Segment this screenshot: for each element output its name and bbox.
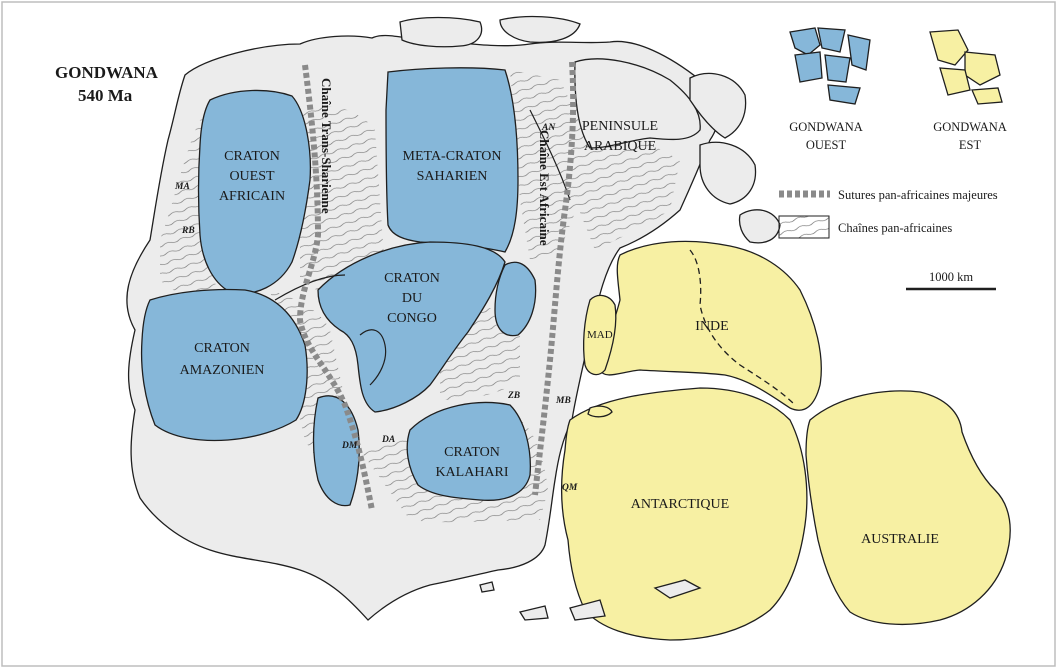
label-arabia-2: ARABIQUE bbox=[584, 139, 656, 154]
label-congo-1: CRATON bbox=[384, 271, 440, 286]
label-congo-2: DU bbox=[402, 291, 422, 306]
label-west-africa-2: OUEST bbox=[229, 169, 275, 184]
northeast-block-1 bbox=[689, 72, 747, 139]
label-amazonia-1: CRATON bbox=[194, 341, 250, 356]
label-kalahari-1: CRATON bbox=[444, 445, 500, 460]
craton-congo-shape bbox=[317, 241, 506, 413]
island-3 bbox=[518, 605, 549, 621]
madagascar-block-shape bbox=[582, 294, 617, 376]
abbr-mb: MB bbox=[555, 396, 571, 406]
australia-block-shape bbox=[805, 390, 1011, 626]
legend-belt-swatch bbox=[778, 215, 830, 239]
internal-lineament-2 bbox=[359, 329, 387, 386]
label-west-africa-1: CRATON bbox=[224, 149, 280, 164]
label-amazonia-2: AMAZONIEN bbox=[180, 363, 265, 378]
abbr-an: AN bbox=[541, 123, 556, 133]
east-african-suture bbox=[532, 61, 577, 496]
arabia-block-shape bbox=[574, 58, 701, 149]
craton-amazonia-shape bbox=[140, 288, 308, 442]
island-4 bbox=[479, 581, 495, 593]
legend-sutures-label: Sutures pan-africaines majeures bbox=[838, 188, 998, 202]
abbr-qm: QM bbox=[562, 483, 578, 493]
craton-rio-plata-shape bbox=[312, 395, 360, 507]
label-sahara-2: SAHARIEN bbox=[417, 169, 488, 184]
label-inde: INDE bbox=[695, 319, 728, 334]
antarctica-block-shape bbox=[560, 387, 808, 641]
label-west-africa-3: AFRICAIN bbox=[219, 189, 285, 204]
label-east-african-chain: Chaîne Est Africaine bbox=[537, 130, 552, 246]
abbr-rb: RB bbox=[181, 226, 195, 236]
north-block-2 bbox=[499, 15, 581, 44]
craton-west-africa-shape bbox=[197, 89, 312, 294]
abbr-da: DA bbox=[381, 435, 395, 445]
craton-congo-east-lobe bbox=[494, 261, 537, 337]
abbr-ma: MA bbox=[174, 182, 190, 192]
north-block-1 bbox=[399, 16, 483, 48]
legend-west-label-2: OUEST bbox=[806, 138, 847, 152]
northeast-block-3 bbox=[738, 209, 781, 244]
internal-lineament-1 bbox=[274, 274, 346, 301]
label-antarctique: ANTARCTIQUE bbox=[631, 497, 729, 512]
label-trans-saharan-chain: Chaîne Trans-Sharienne bbox=[319, 78, 334, 214]
legend-east-label-2: EST bbox=[959, 138, 982, 152]
sri-lanka-fragment bbox=[587, 405, 613, 418]
legend: GONDWANA OUEST GONDWANA EST Sutures pan-… bbox=[778, 27, 1007, 291]
label-congo-3: CONGO bbox=[387, 311, 437, 326]
island-1 bbox=[653, 579, 702, 599]
legend-east-label-1: GONDWANA bbox=[933, 120, 1007, 134]
label-mad: MAD bbox=[587, 329, 613, 341]
scale-bar-label: 1000 km bbox=[929, 270, 973, 284]
abbr-dm: DM bbox=[341, 441, 358, 451]
northeast-block-2 bbox=[699, 141, 757, 205]
map-title-line1: GONDWANA bbox=[55, 63, 159, 82]
legend-east-gondwana-swatch bbox=[929, 29, 1003, 105]
legend-west-label-1: GONDWANA bbox=[789, 120, 863, 134]
pan-african-belts-hatching bbox=[160, 70, 680, 523]
label-arabia-1: PENINSULE bbox=[582, 119, 658, 134]
abbr-zb: ZB bbox=[507, 391, 520, 401]
legend-west-gondwana-swatch bbox=[789, 27, 871, 105]
label-sahara-1: META-CRATON bbox=[403, 149, 502, 164]
map-title-line2: 540 Ma bbox=[78, 86, 133, 105]
label-kalahari-2: KALAHARI bbox=[435, 465, 508, 480]
label-australie: AUSTRALIE bbox=[861, 532, 939, 547]
island-2 bbox=[569, 599, 606, 621]
craton-kalahari-shape bbox=[406, 401, 531, 501]
craton-sahara-shape bbox=[385, 67, 519, 253]
legend-belts-label: Chaînes pan-africaines bbox=[838, 221, 952, 235]
trans-saharan-suture bbox=[296, 64, 375, 511]
